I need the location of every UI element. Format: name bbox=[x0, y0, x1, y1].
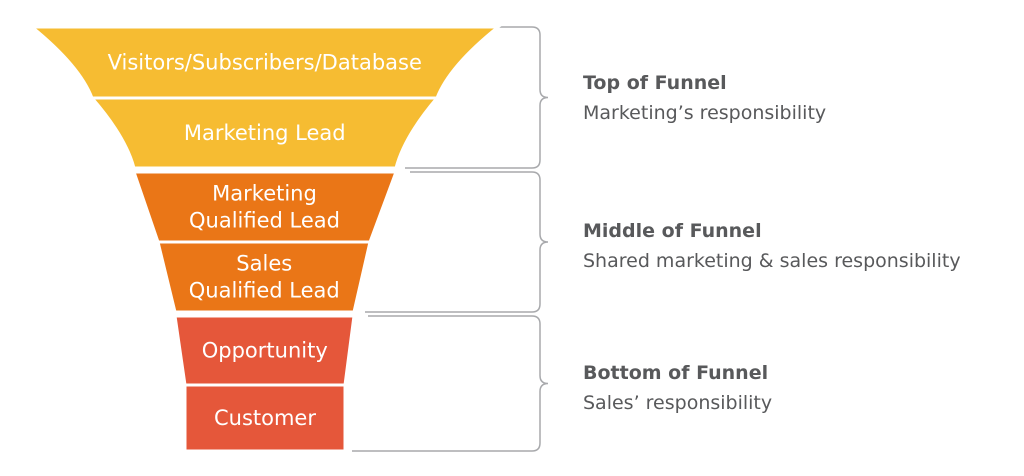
segment-sales-qualified-lead-label: Sales bbox=[236, 252, 292, 276]
segment-marketing-lead-shape bbox=[88, 96, 441, 170]
segment-marketing-lead-label: Marketing Lead bbox=[184, 121, 346, 145]
segment-sales-qualified-lead-label: Qualified Lead bbox=[189, 279, 340, 303]
segment-customer-shape bbox=[183, 383, 347, 453]
stage-label-top: Top of Funnel Marketing’s responsibility bbox=[583, 68, 1013, 128]
segment-opportunity-label: Opportunity bbox=[202, 339, 328, 363]
stage-subtitle-top: Marketing’s responsibility bbox=[583, 102, 827, 124]
stage-label-middle: Middle of Funnel Shared marketing & sale… bbox=[583, 216, 1013, 276]
stage-title-bottom: Bottom of Funnel bbox=[583, 362, 769, 384]
stage-subtitle-middle: Shared marketing & sales responsibility bbox=[583, 250, 961, 272]
stage-brackets bbox=[352, 26, 549, 452]
stage-subtitle-bottom: Sales’ responsibility bbox=[583, 392, 773, 414]
stage-title-top: Top of Funnel bbox=[583, 72, 727, 94]
segment-marketing-qualified-lead-label: Qualified Lead bbox=[189, 209, 340, 233]
stage-title-middle: Middle of Funnel bbox=[583, 220, 762, 242]
bracket-bottom bbox=[352, 315, 549, 452]
segment-marketing-qualified-lead-label: Marketing bbox=[212, 182, 317, 206]
bracket-top bbox=[405, 26, 549, 169]
segment-customer-label: Customer bbox=[214, 406, 316, 430]
segment-visitors-label: Visitors/Subscribers/Database bbox=[108, 51, 422, 75]
bracket-middle bbox=[365, 171, 549, 313]
segment-sales-qualified-lead-shape bbox=[156, 240, 372, 314]
stage-label-bottom: Bottom of Funnel Sales’ responsibility bbox=[583, 358, 1013, 418]
